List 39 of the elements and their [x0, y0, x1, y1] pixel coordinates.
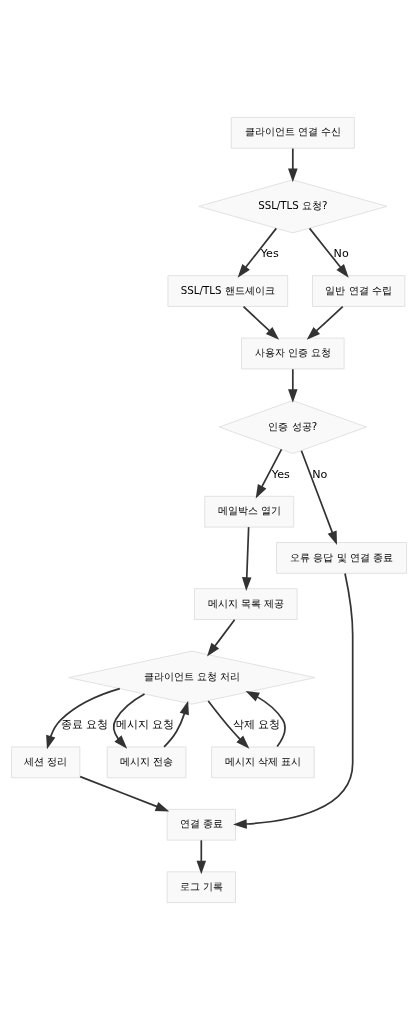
arrow	[46, 687, 121, 750]
arrow	[241, 526, 252, 591]
arrow	[163, 700, 189, 748]
node-box: 일반 연결 수립	[312, 275, 406, 307]
arrow	[308, 227, 349, 278]
node-box: 연결 종료	[166, 808, 236, 841]
node-box: 로그 기록	[166, 871, 236, 903]
node-box: 오류 응답 및 연결 종료	[276, 542, 407, 574]
arrow	[207, 700, 250, 749]
arrow	[242, 305, 280, 340]
edge-label: No	[312, 467, 328, 481]
node-box: SSL/TLS 핸드셰이크	[167, 275, 289, 307]
arrow	[245, 690, 286, 748]
node-box: 사용자 인증 요청	[241, 337, 345, 370]
node-box: 클라이언트 연결 수신	[230, 117, 355, 149]
arrow	[300, 449, 337, 545]
arrow	[288, 368, 298, 403]
node-box: 세션 정리	[11, 746, 81, 779]
edge-label: 종료 요청	[60, 718, 109, 732]
node-diamond: 인증 성공?	[218, 400, 367, 454]
arrow	[306, 305, 344, 340]
arrow	[79, 775, 170, 812]
node-box: 메시지 전송	[106, 746, 187, 779]
arrow	[196, 839, 207, 875]
arrow	[255, 448, 283, 499]
arrow	[237, 227, 278, 278]
arrow	[288, 147, 298, 183]
arrow	[233, 572, 354, 829]
edge-label: 메시지 요청	[115, 718, 175, 732]
node-box: 메시지 목록 제공	[194, 588, 298, 620]
arrow	[207, 618, 236, 657]
node-box: 메시지 삭제 표시	[211, 746, 315, 779]
edge-label: Yes	[271, 467, 290, 481]
node-diamond: SSL/TLS 요청?	[198, 179, 388, 234]
arrow	[112, 693, 146, 749]
edge-label: Yes	[260, 247, 279, 261]
edge-label: No	[333, 247, 349, 261]
node-box: 메일박스 열기	[204, 495, 295, 528]
edge-label: 삭제 요청	[232, 718, 281, 732]
